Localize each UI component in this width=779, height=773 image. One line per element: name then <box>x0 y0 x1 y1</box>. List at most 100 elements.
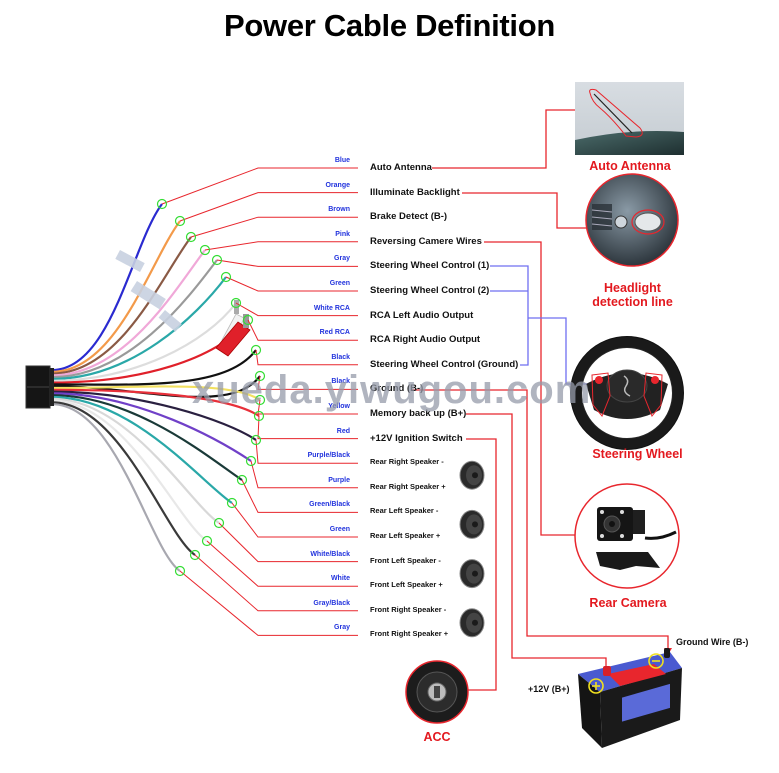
wire-color-label: Green/Black <box>309 501 350 509</box>
wire-color-label: Green <box>329 280 350 287</box>
wire-color-label: Orange <box>325 181 350 189</box>
wire-function-label: Memory back up (B+) <box>370 408 467 419</box>
caption-headlight-line1: Headlight <box>604 281 661 295</box>
wire-marker-circle <box>250 434 262 446</box>
wire-color-label: White/Black <box>310 550 350 558</box>
callout-line <box>231 502 358 538</box>
wire-function-label: Reversing Camere Wires <box>370 235 482 247</box>
wire-color-label: Gray/Black <box>313 599 350 607</box>
wire-marker-circle <box>199 244 211 256</box>
speaker-icon <box>459 608 485 638</box>
wire-color-label: Yellow <box>328 403 350 410</box>
harness-tag-sleeve <box>158 310 182 332</box>
wire <box>51 236 192 375</box>
wire-marker-circle <box>254 394 266 406</box>
wire <box>51 276 227 381</box>
wire <box>51 302 237 382</box>
wire-color-label: Black <box>331 353 350 361</box>
wire-marker-circle <box>236 474 248 486</box>
wire-marker-circle <box>211 254 223 266</box>
wire-marker-circle <box>253 410 265 422</box>
wire-function-label: Ground (B-) <box>370 383 424 395</box>
wire <box>51 220 181 373</box>
wire-marker-circle <box>213 517 225 529</box>
callout-line <box>179 570 358 636</box>
wire-marker-circle <box>174 565 186 577</box>
harness-connector <box>25 365 54 409</box>
wire-marker-circle <box>226 497 238 509</box>
callout-line <box>204 241 358 251</box>
wire-marker-circle <box>242 314 254 326</box>
wire-marker-circle <box>220 271 232 283</box>
wire-marker-circle <box>156 198 168 210</box>
wire-marker-circle <box>250 344 262 356</box>
wire-function-label: Front Left Speaker + <box>370 580 443 590</box>
wire-marker-circle <box>254 370 266 382</box>
callout-line <box>241 479 358 513</box>
callout-line <box>218 522 358 563</box>
steering-wheel-image <box>570 336 684 450</box>
callout-line <box>216 259 358 267</box>
wire-marker-circle <box>185 231 197 243</box>
callout-line <box>179 192 358 222</box>
wire-function-label: RCA Left Audio Output <box>370 309 474 321</box>
caption-auto-antenna: Auto Antenna <box>589 159 671 173</box>
callout-line <box>206 540 358 587</box>
wire <box>51 249 206 377</box>
wire-function-label: +12V Ignition Switch <box>370 432 463 444</box>
callout-line <box>235 302 358 317</box>
wire-marker-circle <box>189 549 201 561</box>
wire-function-label: Rear Left Speaker - <box>370 506 439 516</box>
wire <box>51 388 260 417</box>
wire <box>51 401 196 556</box>
callout-line <box>161 167 358 205</box>
page-title: Power Cable Definition <box>224 8 555 43</box>
callout-line <box>250 460 358 489</box>
wire-function-label: Rear Right Speaker - <box>370 457 444 467</box>
wire <box>51 203 163 372</box>
wire <box>51 390 257 441</box>
battery-positive-label: +12V (B+) <box>528 684 570 694</box>
wire-function-label: RCA Right Audio Output <box>370 334 481 346</box>
wire-color-label: White <box>330 575 350 583</box>
wire-marker-circle <box>174 215 186 227</box>
routing-lines <box>412 109 672 691</box>
caption-headlight-line2: detection line <box>592 295 673 309</box>
acc-ignition-image <box>405 660 469 724</box>
wire-color-label: Pink <box>335 230 350 238</box>
callout-line <box>225 276 358 292</box>
caption-rear-camera: Rear Camera <box>589 596 667 610</box>
callout-line <box>257 415 358 440</box>
wire-color-label: Black <box>331 378 350 386</box>
battery-image <box>578 648 682 748</box>
callout-line <box>255 439 358 464</box>
speaker-icon <box>459 460 485 490</box>
wire <box>51 399 208 542</box>
harness-tag-car-ant <box>115 250 145 272</box>
wire <box>51 385 261 401</box>
wire-color-label: Green <box>329 526 350 533</box>
wire-color-label: White RCA <box>313 304 350 312</box>
wire <box>51 397 220 524</box>
caption-acc: ACC <box>423 730 451 744</box>
callout-line <box>190 216 358 238</box>
wire-marker-circle <box>230 297 242 309</box>
wire-color-label: Purple <box>328 476 350 484</box>
auto-antenna-image <box>575 82 684 155</box>
harness-tag-brake <box>130 281 166 310</box>
wire-function-label: Front Right Speaker - <box>370 604 447 614</box>
wire <box>51 403 181 572</box>
wire-color-label: Red RCA <box>319 329 350 337</box>
callout-line <box>247 319 358 341</box>
wire-color-label: Brown <box>328 206 350 214</box>
wire-function-label: Steering Wheel Control (1) <box>370 260 490 272</box>
wire-color-label: Blue <box>334 157 350 164</box>
wire-harness <box>51 203 261 572</box>
wire <box>51 392 252 462</box>
wire-marker-circle <box>201 535 213 547</box>
wire-function-label: Illuminate Backlight <box>370 186 460 198</box>
wire-function-label: Rear Left Speaker + <box>370 531 441 540</box>
battery-ground-label: Ground Wire (B-) <box>676 637 749 647</box>
wire-function-label: Steering Wheel Control (2) <box>370 285 490 296</box>
